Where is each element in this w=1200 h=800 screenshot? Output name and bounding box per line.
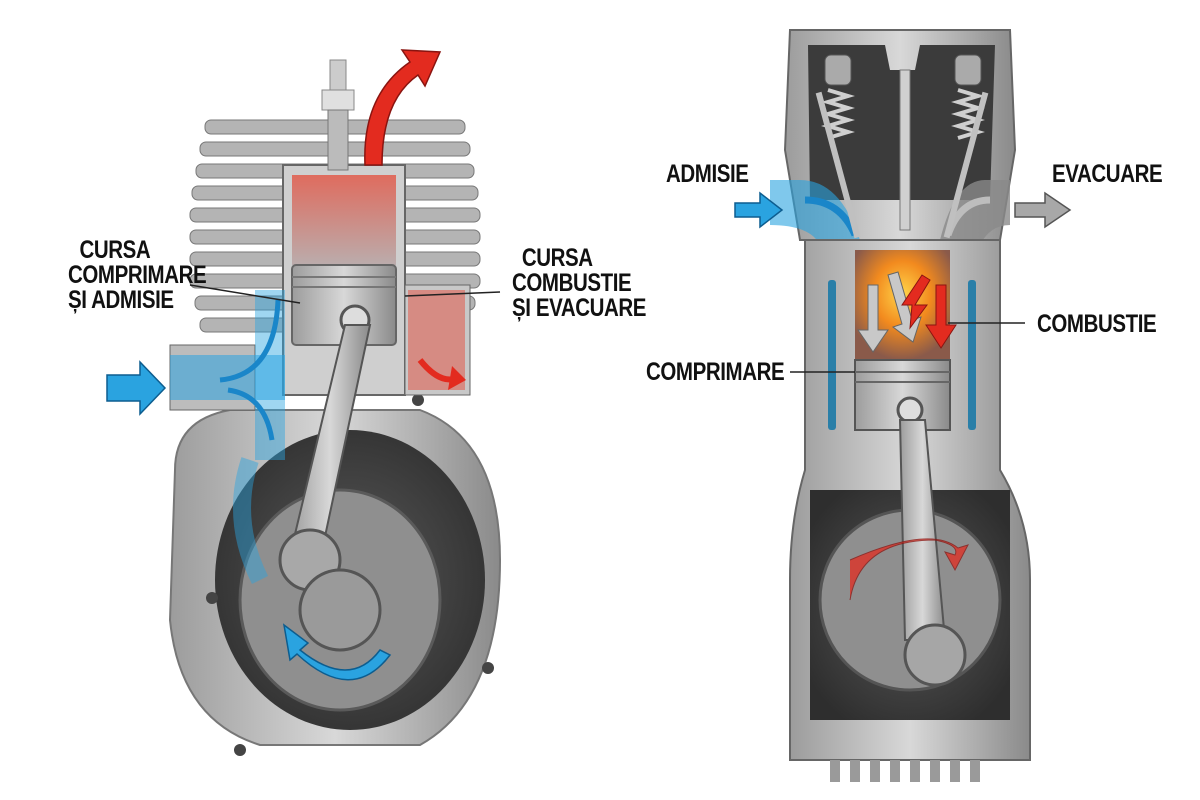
exhaust-arrow-4s-icon: [1014, 191, 1072, 229]
two-stroke-engine: [106, 49, 502, 756]
combustion-arrow-2-icon: [925, 284, 957, 349]
injector: [899, 69, 911, 231]
label-line: ȘI EVACUARE: [512, 294, 647, 322]
four-stroke-engine: [734, 29, 1072, 782]
label-line: CURSA: [79, 236, 151, 264]
exhaust-valve: [943, 54, 989, 239]
exhaust-flow: [404, 284, 471, 396]
label-intake: ADMISIE: [666, 162, 749, 187]
label-combustion: COMBUSTIE: [1037, 310, 1157, 338]
sump-fins: [830, 760, 980, 782]
exhaust-up-arrow-icon: [364, 49, 442, 166]
rotation-arrow-4s-icon: [849, 538, 969, 601]
intake-arrow-4s-icon: [734, 191, 784, 229]
rotation-arrow-icon: [282, 623, 392, 681]
label-line: COMBUSTIE: [512, 269, 632, 297]
label-line: ȘI ADMISIE: [68, 286, 174, 314]
label-exhaust: EVACUARE: [1052, 160, 1163, 188]
label-line: CURSA: [521, 244, 593, 272]
label-line: COMPRIMARE: [68, 261, 207, 289]
intake-valve: [815, 54, 861, 239]
label-compression: COMPRIMARE: [646, 358, 785, 386]
label-intake-compression: CURSA COMPRIMARE ȘI ADMISIE: [68, 236, 207, 314]
label-line: ADMISIE: [666, 160, 749, 188]
spark-plug: [321, 59, 355, 171]
combustion-arrow-icon: [901, 274, 931, 330]
label-line: EVACUARE: [1052, 160, 1163, 188]
piston-4s: [854, 359, 951, 431]
label-line: COMPRIMARE: [646, 358, 785, 386]
intake-arrow-icon: [106, 360, 167, 416]
label-combustion-exhaust: CURSA COMBUSTIE ȘI EVACUARE: [512, 246, 646, 321]
compression-arrow-icon: [857, 284, 889, 353]
label-line: COMBUSTIE: [1037, 310, 1157, 338]
intake-flow: [169, 290, 285, 585]
